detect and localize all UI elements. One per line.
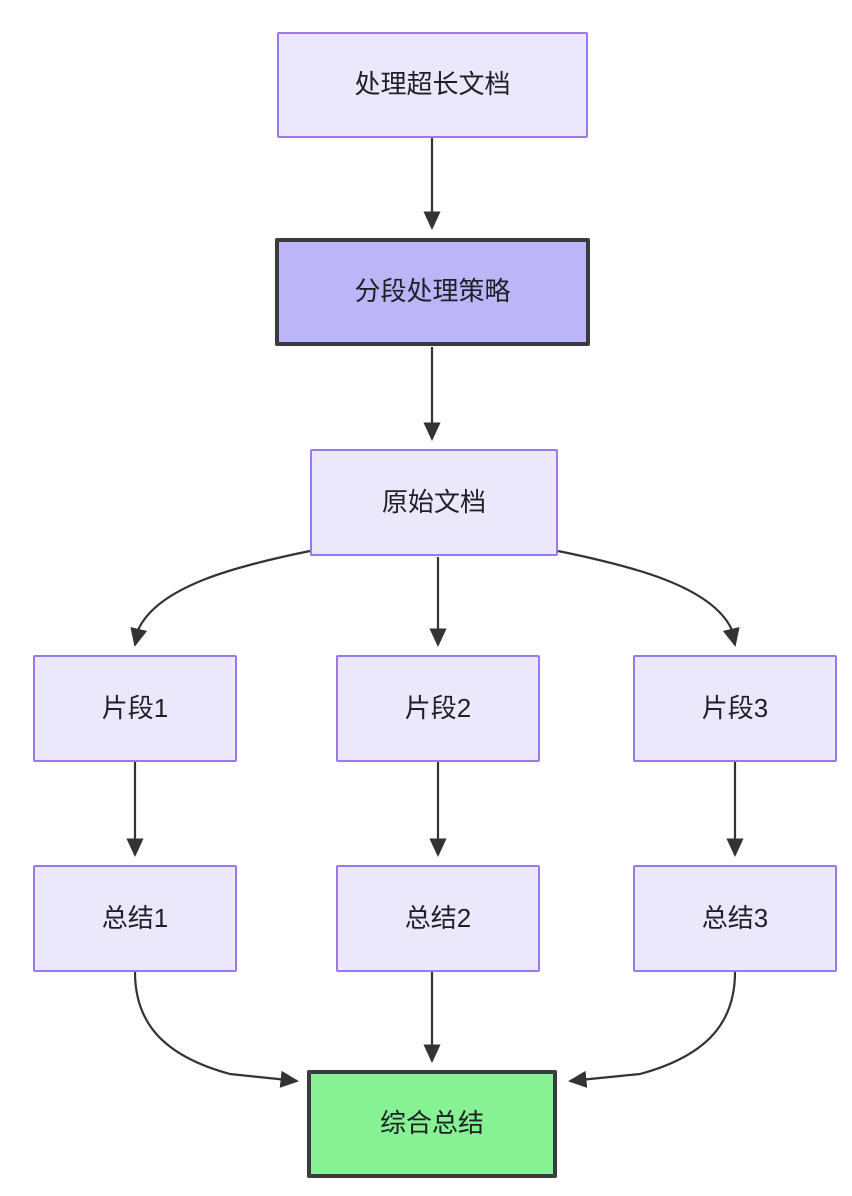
- node-fragment-1[interactable]: 片段1: [33, 655, 237, 762]
- node-label: 综合总结: [379, 1108, 484, 1139]
- node-label: 总结2: [404, 902, 472, 933]
- node-label: 总结3: [701, 902, 769, 933]
- node-label: 原始文档: [381, 486, 486, 517]
- node-label: 处理超长文档: [354, 69, 511, 100]
- node-label: 片段1: [101, 692, 169, 723]
- node-final-summary[interactable]: 综合总结: [307, 1070, 557, 1178]
- node-fragment-2[interactable]: 片段2: [336, 655, 540, 762]
- node-summary-3[interactable]: 总结3: [633, 865, 837, 972]
- node-source-document[interactable]: 原始文档: [310, 449, 558, 556]
- edge-sum1-to-final: [133, 971, 299, 1088]
- edge-sum3-to-final: [568, 971, 737, 1088]
- edge-source-to-frag3: [557, 549, 740, 647]
- node-chunking-strategy[interactable]: 分段处理策略: [275, 238, 590, 346]
- node-fragment-3[interactable]: 片段3: [633, 655, 837, 762]
- node-summary-2[interactable]: 总结2: [336, 865, 540, 972]
- node-summary-1[interactable]: 总结1: [33, 865, 237, 972]
- node-label: 分段处理策略: [354, 276, 511, 307]
- node-label: 总结1: [101, 902, 169, 933]
- node-label: 片段2: [404, 692, 472, 723]
- node-label: 片段3: [701, 692, 769, 723]
- edge-source-to-frag1: [130, 549, 311, 647]
- node-process-long-document[interactable]: 处理超长文档: [277, 32, 588, 138]
